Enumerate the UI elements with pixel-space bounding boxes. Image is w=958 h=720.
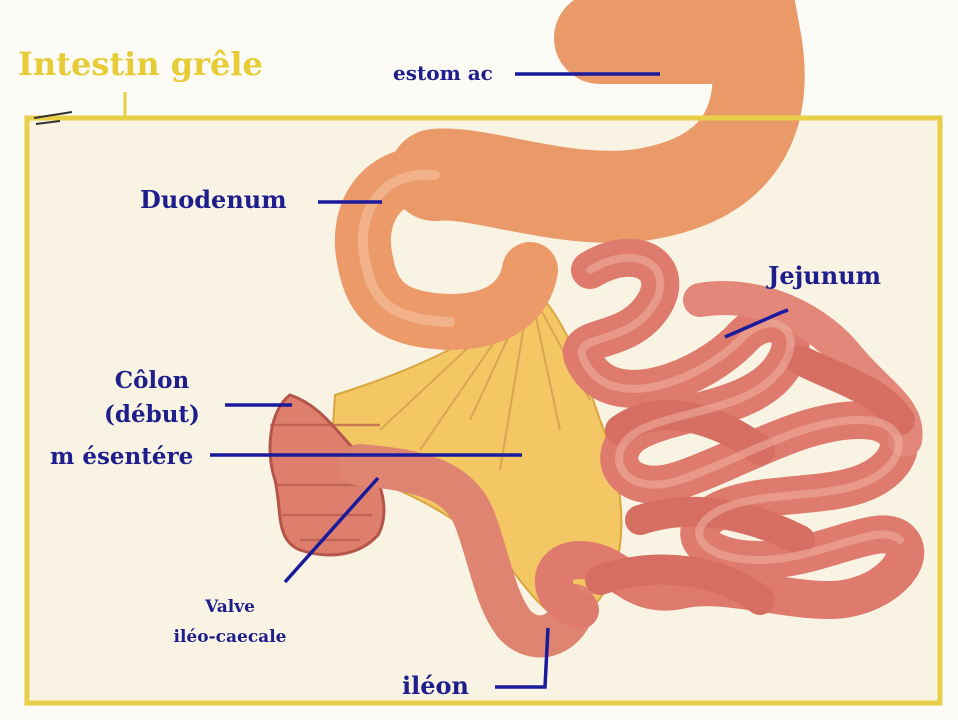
label-duodenum: Duodenum — [140, 186, 287, 214]
label-colon-line2: (début) — [90, 402, 214, 428]
label-valve-line1: Valve — [190, 598, 270, 618]
diagram-title: Intestin grêle — [18, 46, 263, 83]
label-colon-line1: Côlon — [100, 368, 204, 394]
label-estomac: estom ac — [393, 62, 493, 85]
label-jejunum: Jejunum — [768, 262, 881, 290]
label-valve-line2: iléo-caecale — [158, 628, 302, 648]
label-mesentere: m ésentére — [50, 444, 193, 470]
label-ileon: iléon — [402, 672, 469, 700]
